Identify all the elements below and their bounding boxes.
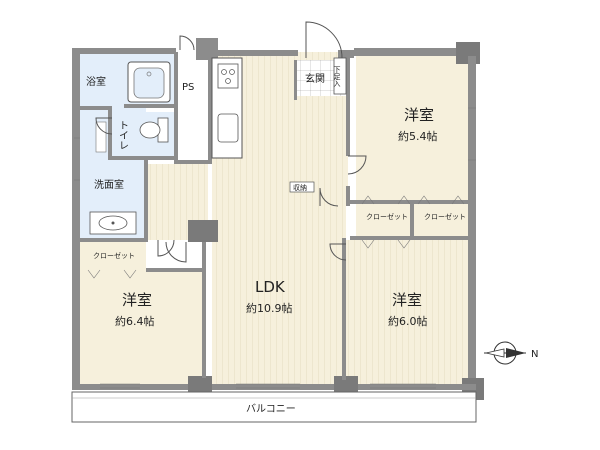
closet-w-label: クローゼット: [93, 251, 135, 260]
bedroom-ne-name: 洋室: [404, 106, 434, 124]
shoe-box: [333, 57, 347, 95]
bedroom-sw-name: 洋室: [122, 291, 152, 309]
compass-arrow-icon: [484, 341, 526, 365]
balcony-label: バルコニー: [246, 403, 296, 415]
closet-w-floor: [80, 240, 146, 270]
ldk-name: LDK: [255, 278, 286, 296]
storage-small: [289, 181, 315, 193]
bedroom-se-floor: [346, 240, 470, 386]
washroom-label: 洗面室: [94, 178, 124, 191]
washer-space: [95, 121, 107, 153]
balcony: [71, 391, 477, 423]
bedroom-ne-floor: [356, 56, 470, 202]
toilet-label: トイレ: [117, 120, 129, 150]
kitchen-counter: [211, 57, 243, 159]
closet-ne-right-label: クローゼット: [424, 212, 466, 221]
storage-small-label: 収納: [293, 183, 307, 192]
compass: N: [484, 341, 538, 365]
fixtures: [87, 57, 465, 279]
bedroom-sw-floor: [80, 270, 204, 386]
compass-north-label: N: [531, 349, 538, 360]
bath-label: 浴室: [86, 75, 106, 88]
bathtub-icon: [127, 61, 171, 103]
bedroom-se-name: 洋室: [392, 291, 422, 309]
closet-ne-left-label: クローゼット: [366, 212, 408, 221]
bedroom-sw-size: 約6.4帖: [115, 314, 155, 328]
entrance-door: [305, 21, 343, 59]
shoe-box-label: 下足入: [333, 66, 341, 87]
ldk-size: 約10.9帖: [246, 301, 293, 315]
labels: 浴室 PS トイレ 洗面室 玄関 下足入 収納 洋室 約5.4帖 クローゼット …: [86, 66, 466, 415]
bedroom-se-size: 約6.0帖: [388, 314, 428, 328]
bedroom-ne-size: 約5.4帖: [398, 129, 438, 143]
toilet-icon: [139, 117, 169, 143]
floor-fills: [80, 52, 470, 388]
doors: [74, 21, 476, 389]
entrance-label: 玄関: [305, 72, 325, 85]
ps-label: PS: [182, 82, 194, 93]
washbasin-icon: [89, 211, 137, 235]
